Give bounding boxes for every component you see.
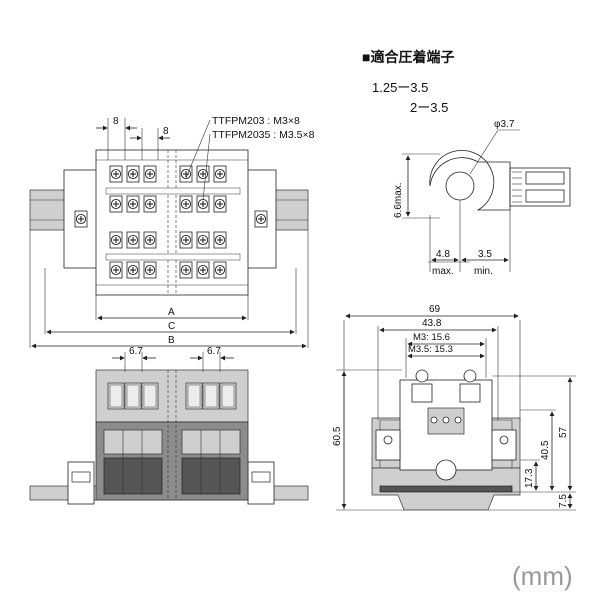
side-height-total: 60.5 xyxy=(332,426,343,446)
side-height-7: 7.5 xyxy=(558,494,569,508)
dimension-b: B xyxy=(168,335,175,346)
top-view: 8 8 TTFPM203 : M3×8 TTFPM2035 : M3.5×8 A… xyxy=(29,115,315,349)
side-height-57: 57 xyxy=(558,426,569,438)
side-height-40: 40.5 xyxy=(540,440,551,460)
side-screw-m35: M3.5: 15.3 xyxy=(408,344,453,355)
side-screw-m3: M3: 15.6 xyxy=(413,332,450,343)
barrel-max-note: max. xyxy=(432,266,454,277)
dimension-c: C xyxy=(168,321,175,332)
side-view: 69 43.8 M3: 15.6 M3.5: 15.3 60.5 57 40.5… xyxy=(332,304,576,511)
tongue-min-note: min. xyxy=(474,266,493,277)
hole-diameter-label: φ3.7 xyxy=(494,119,515,130)
terminal-width-label: 6.6max. xyxy=(393,182,404,218)
front-pitch-left: 6.7 xyxy=(129,346,143,357)
terminal-title: ■適合圧着端子 xyxy=(362,49,454,65)
front-pitch-right: 6.7 xyxy=(207,346,221,357)
unit-label: (mm) xyxy=(512,561,573,591)
side-height-17: 17.3 xyxy=(524,468,535,488)
ring-terminal-illustration xyxy=(429,150,571,211)
top-pitch-left: 8 xyxy=(113,116,119,127)
tongue-length-label: 3.5 xyxy=(478,249,492,260)
model-label-m3: TTFPM203 : M3×8 xyxy=(212,115,300,127)
terminal-size-2: 2ー3.5 xyxy=(410,100,448,115)
side-width-total: 69 xyxy=(429,304,441,315)
front-view: 6.7 6.7 xyxy=(29,346,309,505)
top-pitch-right: 8 xyxy=(163,126,169,137)
crimp-terminal-section: ■適合圧着端子 1.25ー3.5 2ー3.5 φ3.7 6.6max. xyxy=(362,49,571,277)
dimension-a: A xyxy=(168,307,175,318)
side-width-43: 43.8 xyxy=(422,318,442,329)
barrel-length-label: 4.8 xyxy=(436,249,450,260)
terminal-size-1: 1.25ー3.5 xyxy=(372,80,428,95)
model-label-m35: TTFPM2035 : M3.5×8 xyxy=(212,129,315,141)
